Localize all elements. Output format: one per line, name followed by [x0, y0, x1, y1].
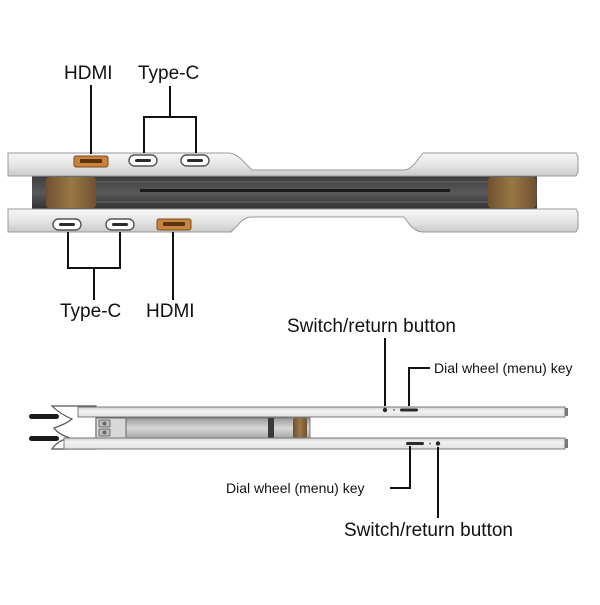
- upper-hdmi-label: HDMI: [64, 63, 113, 84]
- side-hinge-dark-mark: [268, 418, 274, 438]
- hinge-body: [32, 175, 537, 210]
- top-view-device: [7, 152, 579, 233]
- side-view-device: [29, 405, 568, 450]
- upper-typec-leader: [143, 116, 197, 153]
- lower-dial-key: [406, 442, 424, 445]
- lower-dial-leader: [390, 446, 411, 489]
- lower-typec-port-2: [105, 218, 135, 231]
- upper-typec-port-2: [180, 154, 210, 167]
- top-view-leaders: [67, 85, 197, 300]
- hinge-slot: [140, 189, 450, 192]
- lower-switch-label: Switch/return button: [344, 520, 513, 541]
- upper-hdmi-port: [73, 155, 109, 168]
- lower-shell: [7, 208, 579, 233]
- side-view-leaders: [384, 338, 439, 518]
- upper-dial-key: [400, 408, 418, 412]
- side-display-strip: [95, 417, 311, 439]
- upper-typec-port-1: [128, 154, 158, 167]
- side-pin-upper: [29, 414, 59, 419]
- lower-hdmi-label: HDMI: [146, 301, 195, 322]
- lower-typec-label: Type-C: [60, 301, 122, 322]
- lower-hdmi-port: [156, 218, 192, 231]
- upper-typec-label: Type-C: [138, 63, 200, 84]
- side-lower-panel: [63, 437, 566, 450]
- hinge-cap-right: [488, 177, 536, 208]
- lower-typec-port-1: [52, 218, 82, 231]
- hinge-cap-left: [46, 177, 96, 208]
- upper-switch-button: [382, 407, 388, 413]
- lower-dial-label: Dial wheel (menu) key: [226, 480, 365, 496]
- upper-dial-leader: [408, 367, 430, 406]
- side-hinge-bronze-cap: [293, 418, 307, 438]
- side-upper-panel: [77, 406, 566, 418]
- upper-dial-label: Dial wheel (menu) key: [434, 360, 573, 376]
- lower-typec-leader: [67, 232, 121, 269]
- lower-switch-button: [435, 441, 441, 446]
- side-pin-lower: [29, 436, 59, 441]
- upper-switch-label: Switch/return button: [287, 316, 456, 337]
